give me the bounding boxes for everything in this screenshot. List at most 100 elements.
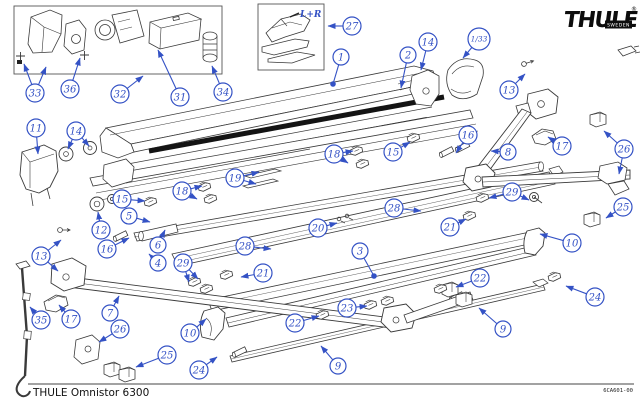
callout-circle	[342, 16, 362, 36]
callout-number: 28	[387, 204, 401, 215]
footer: THULE Omnistor 6300 6CA601-00	[28, 383, 634, 399]
callout-leader	[332, 64, 340, 85]
callout-number: 26	[617, 145, 631, 156]
logo-sub-text: SWEDEN	[607, 23, 630, 29]
callout-leader	[243, 170, 260, 177]
callout-22: 22	[455, 268, 490, 288]
callout-leader	[29, 306, 38, 315]
callout-leader	[478, 307, 498, 325]
callout-36: 36	[60, 57, 81, 99]
callout-leader	[58, 304, 67, 313]
callout-34: 34	[211, 65, 233, 102]
callout-leader	[240, 272, 255, 279]
left-arm-drawing	[43, 257, 474, 383]
callout-leader	[157, 49, 177, 90]
callout-number: 8	[505, 148, 511, 159]
callout-number: 9	[500, 325, 507, 336]
callout-leader	[38, 66, 47, 85]
callout-number: 21	[256, 269, 270, 280]
callout-29: 29	[488, 182, 530, 202]
callout-17: 17	[547, 136, 572, 156]
callout-leader	[159, 229, 166, 239]
callout-number: 15	[387, 148, 400, 159]
callout-number: 16	[462, 131, 475, 142]
callout-number: 10	[184, 329, 197, 340]
callout-1-33: 1/33	[462, 27, 491, 59]
callout-18: 18	[172, 181, 203, 201]
callout-number: 4	[154, 259, 161, 270]
callout-circle	[585, 287, 605, 307]
callout-number: 32	[114, 90, 127, 101]
callout-dot	[330, 81, 336, 87]
callout-28: 28	[384, 198, 422, 218]
callout-number: 9	[335, 362, 342, 373]
callout-number: 17	[65, 315, 78, 326]
logo-sub-box	[605, 20, 632, 29]
callout-33: 33	[23, 63, 47, 103]
callout-circle	[31, 310, 51, 330]
callout-number: 20	[311, 224, 325, 235]
callout-number: 28	[238, 242, 252, 253]
model-title: THULE Omnistor 6300	[32, 387, 149, 399]
callout-circle	[502, 182, 522, 202]
callout-26: 26	[98, 319, 130, 343]
callout-leader	[462, 47, 473, 59]
callout-15: 15	[383, 141, 411, 162]
callout-leader	[47, 239, 62, 251]
callout-25: 25	[135, 345, 177, 368]
callout-number: 13	[503, 86, 516, 97]
callout-leader	[457, 218, 467, 226]
callout-leader	[47, 261, 59, 272]
callout-number: 14	[70, 127, 83, 138]
callout-circle	[384, 198, 404, 218]
callout-19: 19	[225, 168, 260, 188]
callout-29: 29	[173, 253, 199, 283]
callout-circle	[149, 236, 167, 254]
callout-number: 29	[505, 188, 519, 199]
callout-circle	[31, 246, 51, 266]
callout-circle	[499, 143, 517, 161]
callout-circle	[399, 46, 417, 64]
callout-leader	[402, 207, 422, 214]
callout-number: 6	[155, 241, 162, 252]
callout-leader	[320, 345, 334, 361]
callout-leader	[340, 156, 349, 164]
callout-leader	[326, 222, 338, 228]
callout-circle	[351, 242, 369, 260]
callout-leader	[183, 271, 190, 283]
callout-leader	[114, 237, 130, 246]
callout-number: 1/33	[471, 35, 488, 44]
callout-leader	[196, 318, 207, 328]
callout-circle	[614, 139, 634, 159]
callout-circle	[458, 125, 478, 145]
callout-circle	[337, 298, 357, 318]
callout-number: 19	[229, 174, 242, 185]
callout-21: 21	[240, 263, 273, 283]
callout-leader	[400, 141, 411, 149]
callout-circle	[324, 144, 344, 164]
callout-leader	[490, 148, 501, 155]
callout-leader	[112, 295, 120, 307]
callout-number: 23	[340, 304, 354, 315]
callout-22: 22	[285, 313, 320, 333]
callout-16: 16	[455, 125, 478, 154]
callout-leader	[488, 193, 504, 200]
callout-circle	[110, 319, 130, 339]
callout-3: 3	[351, 242, 377, 279]
callout-circle	[440, 217, 460, 237]
callout-number: 26	[113, 325, 127, 336]
callout-circle	[383, 142, 403, 162]
callout-26: 26	[603, 130, 634, 175]
callout-circle	[157, 345, 177, 365]
roller-tube-drawing	[19, 141, 544, 242]
callout-leader	[303, 315, 320, 322]
small-parts-drawing	[57, 58, 562, 321]
callout-circle	[170, 87, 190, 107]
callout-number: 24	[192, 366, 206, 377]
callout-leader	[130, 197, 146, 204]
callout-4: 4	[148, 253, 167, 272]
callout-24: 24	[189, 356, 218, 380]
callout-circle	[189, 360, 209, 380]
callout-circle	[467, 27, 491, 51]
callout-13: 13	[31, 239, 62, 272]
